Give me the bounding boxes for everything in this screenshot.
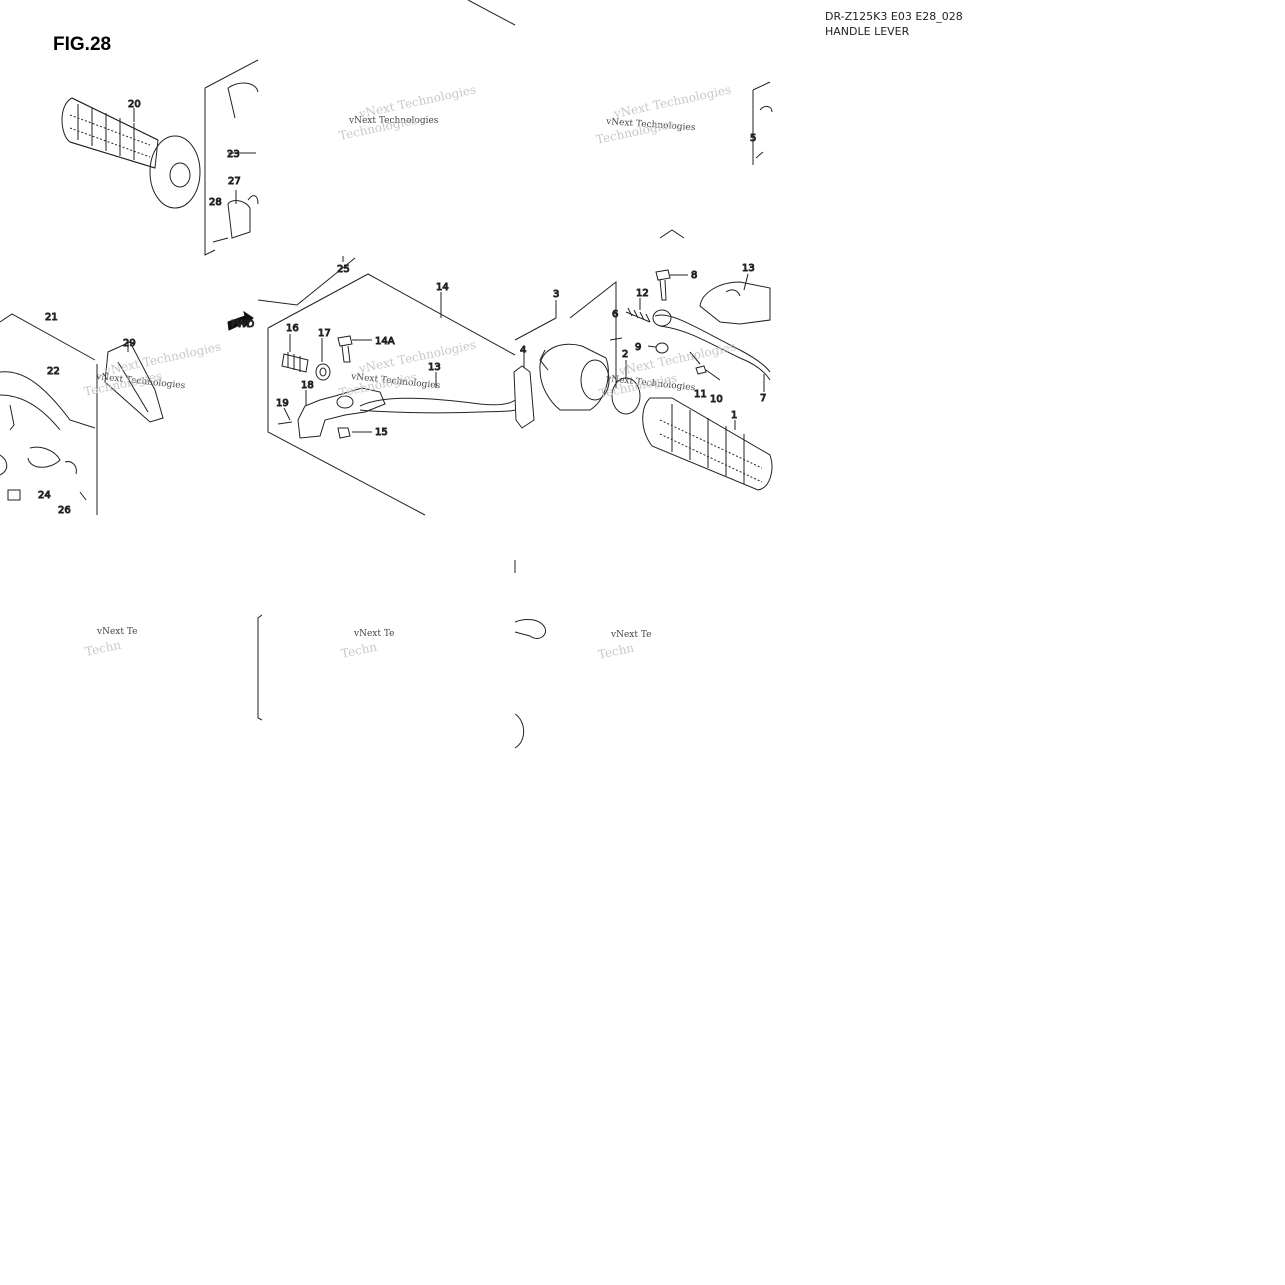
bottom-fragments: [257, 560, 547, 749]
callout-1: 1: [731, 410, 737, 421]
callout-25: 24: [38, 490, 51, 501]
clutch-perch-left: [0, 313, 164, 515]
svg-text:vNext Technologies: vNext Technologies: [102, 339, 222, 378]
callout-22: 21: [45, 312, 58, 323]
callout-14: 14: [436, 282, 449, 293]
svg-text:vNext Te: vNext Te: [353, 629, 394, 639]
svg-text:Techn: Techn: [340, 640, 379, 661]
callout-6: 6: [612, 309, 618, 320]
callout-20: 19: [276, 398, 289, 409]
svg-text:Techn: Techn: [597, 641, 636, 662]
watermark-text: vNext Technologies: [348, 116, 439, 126]
throttle-brake-assembly: [513, 229, 773, 491]
callout-4: 4: [520, 345, 526, 356]
callout-11: 11: [694, 389, 707, 400]
svg-text:vNext Te: vNext Te: [96, 627, 137, 637]
callout-26: 25: [337, 264, 350, 275]
callout-18: 17: [318, 328, 331, 339]
callout-21: 20: [128, 99, 141, 110]
callout-13: 13: [742, 263, 755, 274]
callout-12: 12: [636, 288, 649, 299]
watermarks: vNext Technologies vNext Technologies Te…: [83, 82, 738, 661]
front-direction-arrow: FWD: [227, 310, 255, 331]
clutch-bracket-top: [204, 59, 356, 306]
callout-9: 9: [635, 342, 641, 353]
callout-3: 3: [553, 289, 559, 300]
brake-fragment-top: [752, 81, 773, 165]
callout-23: 22: [47, 366, 60, 377]
callout-30: 29: [123, 338, 136, 349]
callout-27: 26: [58, 505, 71, 516]
callout-24: 23: [227, 149, 240, 160]
callout-17: 16: [286, 323, 299, 334]
svg-text:Techn: Techn: [84, 638, 123, 659]
callout-10: 10: [710, 394, 723, 405]
callout-28: 27: [228, 176, 241, 187]
grip-left: [61, 97, 201, 209]
svg-text:vNext Technologies: vNext Technologies: [612, 82, 732, 121]
callout-2: 2: [622, 349, 628, 360]
front-arrow-label: FWD: [231, 319, 255, 330]
clutch-lever-assembly: [267, 273, 516, 516]
callout-19: 18: [301, 380, 314, 391]
figure-subtitle: HANDLE LEVER: [825, 25, 910, 38]
callout-5: 5: [750, 133, 756, 144]
figure-label: FIG.28: [53, 34, 112, 55]
callout-14a: 13: [428, 362, 441, 373]
callout-7: 7: [760, 393, 766, 404]
callout-15: 14A: [375, 336, 395, 347]
figure-meta: DR-Z125K3 E03 E28_028 HANDLE LEVER: [825, 9, 963, 39]
model-code: DR-Z125K3 E03 E28_028: [825, 10, 963, 23]
svg-text:vNext Te: vNext Te: [610, 630, 651, 640]
callout-29: 28: [209, 197, 222, 208]
callout-16: 15: [375, 427, 388, 438]
callout-8: 8: [691, 270, 697, 281]
